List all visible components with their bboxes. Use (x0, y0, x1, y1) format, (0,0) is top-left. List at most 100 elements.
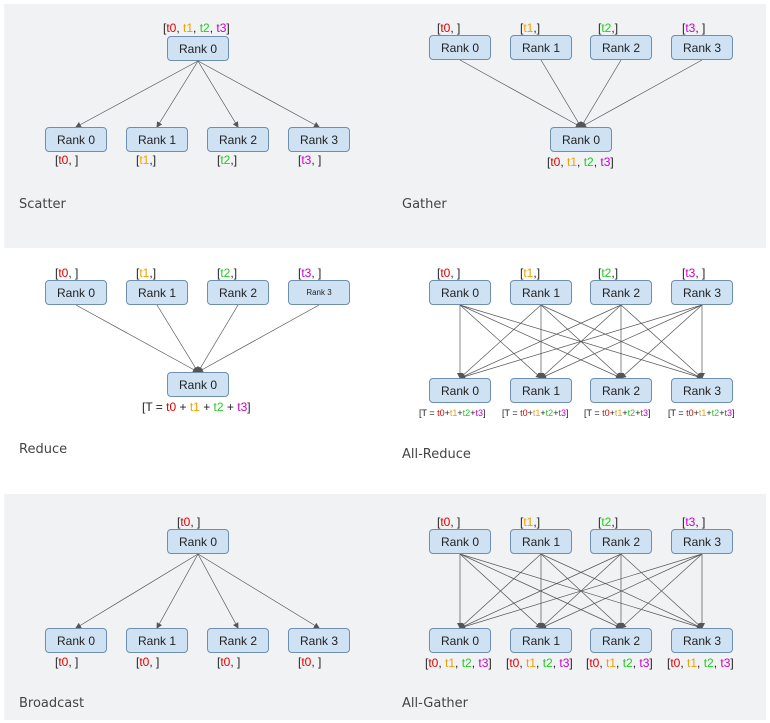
scatter-bottom-2-node[interactable]: Rank 2 (207, 127, 269, 152)
gather-top-0-tensor: [t0, ] (437, 21, 461, 35)
all-gather-bottom-1-node[interactable]: Rank 1 (510, 628, 572, 653)
broadcast-bottom-1-tensor: [t0, ] (136, 655, 160, 669)
node-label: Rank 0 (440, 40, 480, 55)
node-label: Rank 0 (56, 285, 96, 300)
reduce-top-0-tensor: [t0, ] (55, 266, 79, 280)
all-gather-bottom-2-tensor: [t0, t1, t2, t3] (586, 656, 653, 670)
all-gather-bottom-2-node[interactable]: Rank 2 (590, 628, 652, 653)
all-reduce-edge-3-1 (540, 304, 703, 379)
gather-top-1-tensor: [t1,] (520, 21, 541, 35)
reduce-top-0-node[interactable]: Rank 0 (45, 280, 107, 305)
all-reduce-top-0-node[interactable]: Rank 0 (429, 280, 491, 305)
all-reduce-bottom-0-node[interactable]: Rank 0 (429, 378, 491, 403)
scatter-bottom-1-node[interactable]: Rank 1 (126, 127, 188, 152)
scatter-bottom-1-tensor: [t1,] (136, 153, 157, 167)
node-label: Rank 0 (440, 534, 480, 549)
all-gather-edge-3-0 (459, 553, 703, 630)
all-reduce-edge-2-0 (459, 304, 622, 379)
all-reduce-edge-3-0 (459, 304, 703, 380)
all-reduce-bottom-1-node[interactable]: Rank 1 (510, 378, 572, 403)
scatter-bottom-3-node[interactable]: Rank 3 (288, 127, 350, 152)
broadcast-edge-0-3 (197, 553, 320, 629)
broadcast-edge-0-1 (156, 553, 199, 629)
node-label: Rank 2 (601, 633, 641, 648)
reduce-top-1-node[interactable]: Rank 1 (126, 280, 188, 305)
broadcast-top-0-node[interactable]: Rank 0 (167, 529, 229, 554)
node-label: Rank 1 (137, 285, 177, 300)
reduce-top-3-node[interactable]: Rank 3 (288, 280, 350, 305)
all-reduce-bottom-3-node[interactable]: Rank 3 (671, 378, 733, 403)
all-reduce-top-2-node[interactable]: Rank 2 (590, 280, 652, 305)
gather-top-1-node[interactable]: Rank 1 (510, 35, 572, 60)
gather-bottom-0-node[interactable]: Rank 0 (550, 127, 612, 152)
gather-edge-3-0 (580, 59, 703, 128)
broadcast-bottom-1-node[interactable]: Rank 1 (126, 628, 188, 653)
gather-bottom-0-tensor: [t0, t1, t2, t3] (547, 155, 614, 169)
all-gather-top-3-node[interactable]: Rank 3 (671, 529, 733, 554)
all-reduce-top-3-tensor: [t3, ] (682, 266, 706, 280)
node-label: Rank 0 (440, 383, 480, 398)
node-label: Rank 2 (218, 132, 258, 147)
reduce-edge-0-0 (75, 304, 199, 373)
all-reduce-caption: All-Reduce (402, 447, 471, 462)
all-reduce-top-2-tensor: [t2,] (598, 266, 619, 280)
gather-top-2-tensor: [t2,] (598, 21, 619, 35)
reduce-top-2-tensor: [t2,] (217, 266, 238, 280)
gather-edge-0-0 (459, 59, 582, 128)
broadcast-bottom-2-node[interactable]: Rank 2 (207, 628, 269, 653)
all-gather-top-0-node[interactable]: Rank 0 (429, 529, 491, 554)
scatter-bottom-3-tensor: [t3, ] (298, 153, 322, 167)
reduce-top-2-node[interactable]: Rank 2 (207, 280, 269, 305)
scatter-bottom-0-node[interactable]: Rank 0 (45, 127, 107, 152)
all-gather-bottom-3-node[interactable]: Rank 3 (671, 628, 733, 653)
scatter-top-0-node[interactable]: Rank 0 (167, 36, 229, 61)
broadcast-bottom-2-tensor: [t0, ] (217, 655, 241, 669)
node-label: Rank 3 (682, 633, 722, 648)
all-gather-top-2-node[interactable]: Rank 2 (590, 529, 652, 554)
broadcast-bottom-3-tensor: [t0, ] (298, 655, 322, 669)
broadcast-bottom-0-tensor: [t0, ] (55, 655, 79, 669)
all-reduce-top-1-node[interactable]: Rank 1 (510, 280, 572, 305)
broadcast-top-0-tensor: [t0, ] (177, 515, 201, 529)
all-gather-bottom-3-tensor: [t0, t1, t2, t3] (667, 656, 734, 670)
reduce-edge-1-0 (156, 304, 199, 373)
all-reduce-edge-1-0 (459, 304, 542, 379)
all-reduce-top-3-node[interactable]: Rank 3 (671, 280, 733, 305)
all-reduce-top-1-tensor: [t1,] (520, 266, 541, 280)
node-label: Rank 3 (299, 132, 339, 147)
node-label: Rank 1 (521, 285, 561, 300)
gather-top-3-node[interactable]: Rank 3 (671, 35, 733, 60)
broadcast-bottom-3-node[interactable]: Rank 3 (288, 628, 350, 653)
scatter-top-0-tensor: [t0, t1, t2, t3] (163, 21, 230, 35)
scatter-edge-0-2 (197, 60, 239, 128)
reduce-top-3-tensor: [t3, ] (298, 266, 322, 280)
gather-caption: Gather (402, 197, 447, 212)
all-gather-top-3-tensor: [t3, ] (682, 515, 706, 529)
all-reduce-bottom-1-tensor: [T = t0+t1+t2+t3] (502, 408, 569, 418)
gather-edge-1-0 (540, 59, 582, 128)
all-gather-top-1-node[interactable]: Rank 1 (510, 529, 572, 554)
node-label: Rank 2 (601, 285, 641, 300)
node-label: Rank 0 (178, 377, 218, 392)
reduce-edge-3-0 (197, 304, 320, 373)
broadcast-bottom-0-node[interactable]: Rank 0 (45, 628, 107, 653)
scatter-edge-0-3 (197, 60, 320, 128)
all-gather-bottom-0-node[interactable]: Rank 0 (429, 628, 491, 653)
node-label: Rank 2 (601, 534, 641, 549)
node-label: Rank 0 (561, 132, 601, 147)
gather-top-2-node[interactable]: Rank 2 (590, 35, 652, 60)
all-reduce-bottom-3-tensor: [T = t0+t1+t2+t3] (668, 408, 735, 418)
node-label: Rank 2 (218, 633, 258, 648)
scatter-bottom-2-tensor: [t2,] (217, 153, 238, 167)
node-label: Rank 3 (682, 383, 722, 398)
gather-top-3-tensor: [t3, ] (682, 21, 706, 35)
all-gather-top-2-tensor: [t2,] (598, 515, 619, 529)
node-label: Rank 1 (137, 633, 177, 648)
node-label: Rank 3 (682, 40, 722, 55)
node-label: Rank 3 (299, 633, 339, 648)
node-label: Rank 2 (218, 285, 258, 300)
all-reduce-bottom-2-node[interactable]: Rank 2 (590, 378, 652, 403)
scatter-caption: Scatter (19, 197, 66, 212)
reduce-bottom-0-node[interactable]: Rank 0 (167, 372, 229, 397)
gather-top-0-node[interactable]: Rank 0 (429, 35, 491, 60)
